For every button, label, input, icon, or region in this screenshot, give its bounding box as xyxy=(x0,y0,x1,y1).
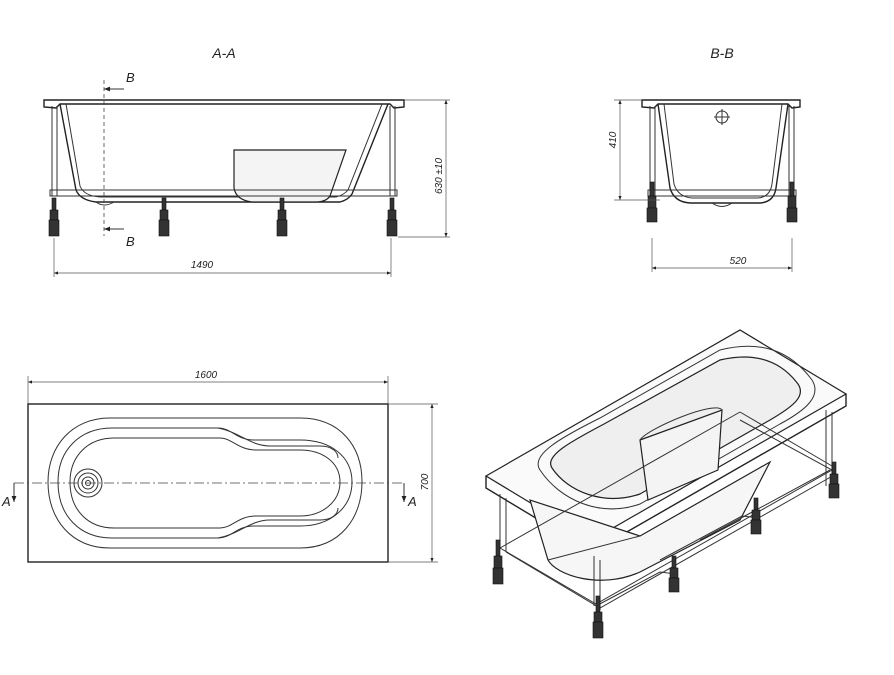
bb-drain xyxy=(711,202,733,207)
bb-shell-inner xyxy=(663,103,783,199)
bb-width-value: 520 xyxy=(730,256,747,267)
iso-shell xyxy=(529,460,772,581)
plan-section-label-left: A xyxy=(1,494,11,509)
bb-shell-outer xyxy=(657,103,789,204)
plan-length-value: 1600 xyxy=(195,370,218,381)
section-bb-title: B-B xyxy=(710,45,733,61)
iso-legs xyxy=(492,461,840,639)
section-aa-title: A-A xyxy=(211,45,235,61)
isometric-view xyxy=(484,329,848,639)
bb-rim xyxy=(641,99,801,109)
plan-width-value: 700 xyxy=(420,473,431,490)
iso-backrest xyxy=(639,409,723,501)
aa-length-value: 1490 xyxy=(191,260,214,271)
section-aa-view: A-A B B 1490 xyxy=(43,45,450,277)
aa-cut-label-bottom: B xyxy=(126,234,135,249)
aa-height-value: 630 ±10 xyxy=(434,158,445,195)
iso-basin-outer xyxy=(537,345,816,510)
bb-depth-value: 410 xyxy=(608,131,619,148)
iso-rim-side-edge xyxy=(591,394,847,553)
section-bb-view: B-B 410 520 xyxy=(608,45,801,272)
plan-basin-outer xyxy=(47,417,363,549)
plan-view: 1600 A A 700 xyxy=(1,370,438,563)
aa-cut-label-top: B xyxy=(126,70,135,85)
aa-frame-rail xyxy=(49,189,398,197)
aa-rim xyxy=(43,99,405,109)
aa-backrest xyxy=(233,149,347,203)
aa-shell-outer xyxy=(59,103,389,203)
plan-basin-mid xyxy=(57,427,353,539)
plan-section-label-right: A xyxy=(407,494,417,509)
bb-legs xyxy=(646,181,798,223)
plan-basin-inner xyxy=(69,437,341,529)
bb-frame-rail xyxy=(647,189,797,197)
aa-drain xyxy=(95,201,115,206)
aa-legs xyxy=(48,197,398,237)
